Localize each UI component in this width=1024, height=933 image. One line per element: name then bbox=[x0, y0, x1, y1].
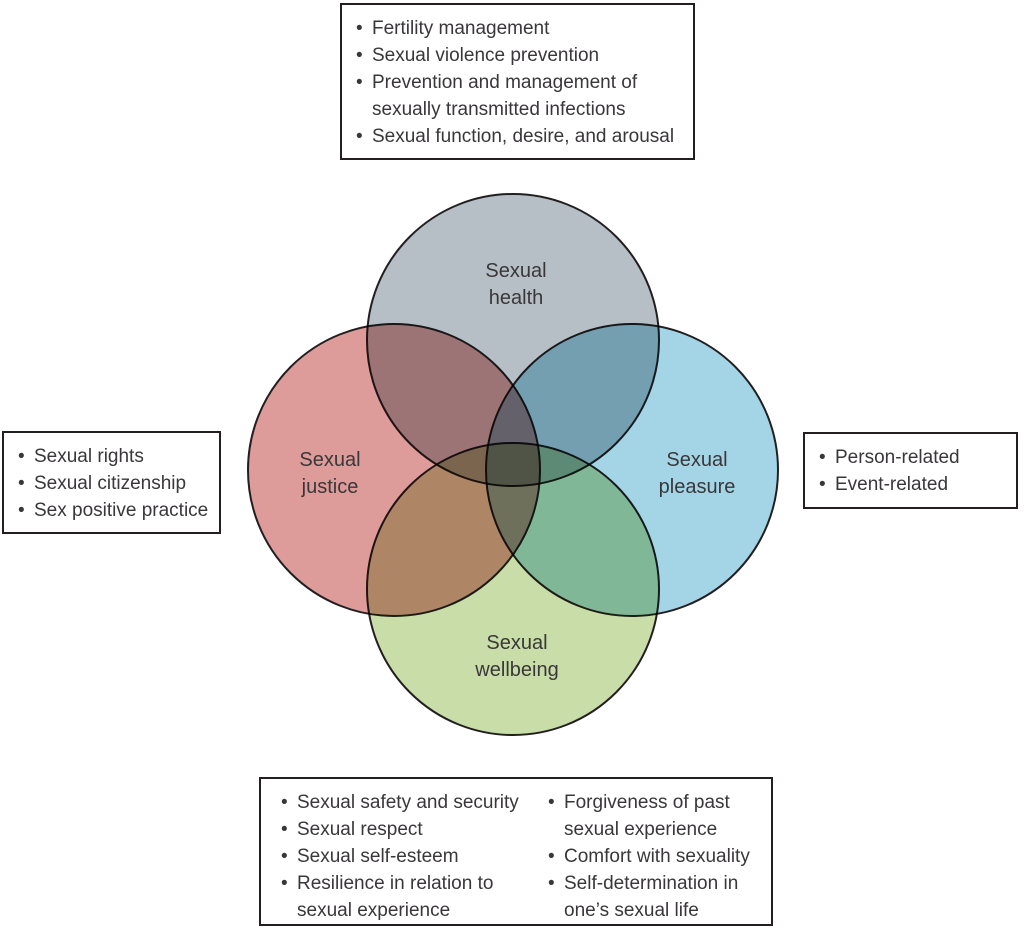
bullet-item: Sexual self-esteem bbox=[281, 843, 530, 870]
annotation-box-sexual-health: Fertility managementSexual violence prev… bbox=[340, 3, 695, 160]
circle-sexual-wellbeing bbox=[366, 442, 660, 736]
sexual-justice-list: Sexual rightsSexual citizenshipSex posit… bbox=[4, 433, 219, 532]
sexual-pleasure-list: Person-relatedEvent-related bbox=[805, 434, 1016, 506]
annotation-box-sexual-justice: Sexual rightsSexual citizenshipSex posit… bbox=[2, 431, 221, 534]
bullet-item: Sexual violence prevention bbox=[356, 42, 689, 69]
bullet-item: Sexual citizenship bbox=[18, 470, 215, 497]
bullet-item: Sexual function, desire, and arousal bbox=[356, 123, 689, 150]
bullet-item: Fertility management bbox=[356, 15, 689, 42]
bullet-item: Sexual safety and security bbox=[281, 789, 530, 816]
bullet-item: Event-related bbox=[819, 471, 1012, 498]
bullet-item: Resilience in relation to sexual experie… bbox=[281, 870, 530, 924]
sexual-health-list: Fertility managementSexual violence prev… bbox=[342, 5, 693, 158]
bullet-item: Prevention and management of sexually tr… bbox=[356, 69, 689, 123]
bullet-item: Sex positive practice bbox=[18, 497, 215, 524]
annotation-box-sexual-wellbeing: Sexual safety and securitySexual respect… bbox=[259, 777, 773, 926]
bullet-item: Person-related bbox=[819, 444, 1012, 471]
label-sexual-pleasure: Sexual pleasure bbox=[658, 449, 736, 498]
annotation-box-sexual-pleasure: Person-relatedEvent-related bbox=[803, 432, 1018, 509]
sexual-wellbeing-list-col2: Forgiveness of past sexual experienceCom… bbox=[534, 779, 771, 924]
bullet-item: Forgiveness of past sexual experience bbox=[548, 789, 767, 843]
sexual-wellbeing-list-col1: Sexual safety and securitySexual respect… bbox=[261, 779, 534, 924]
label-sexual-wellbeing: Sexual wellbeing bbox=[475, 632, 559, 681]
bullet-item: Sexual rights bbox=[18, 443, 215, 470]
bullet-item: Sexual respect bbox=[281, 816, 530, 843]
bullet-item: Comfort with sexuality bbox=[548, 843, 767, 870]
label-sexual-justice: Sexual justice bbox=[299, 449, 361, 498]
label-sexual-health: Sexual health bbox=[485, 260, 547, 309]
bullet-item: Self-determination in one’s sexual life bbox=[548, 870, 767, 924]
